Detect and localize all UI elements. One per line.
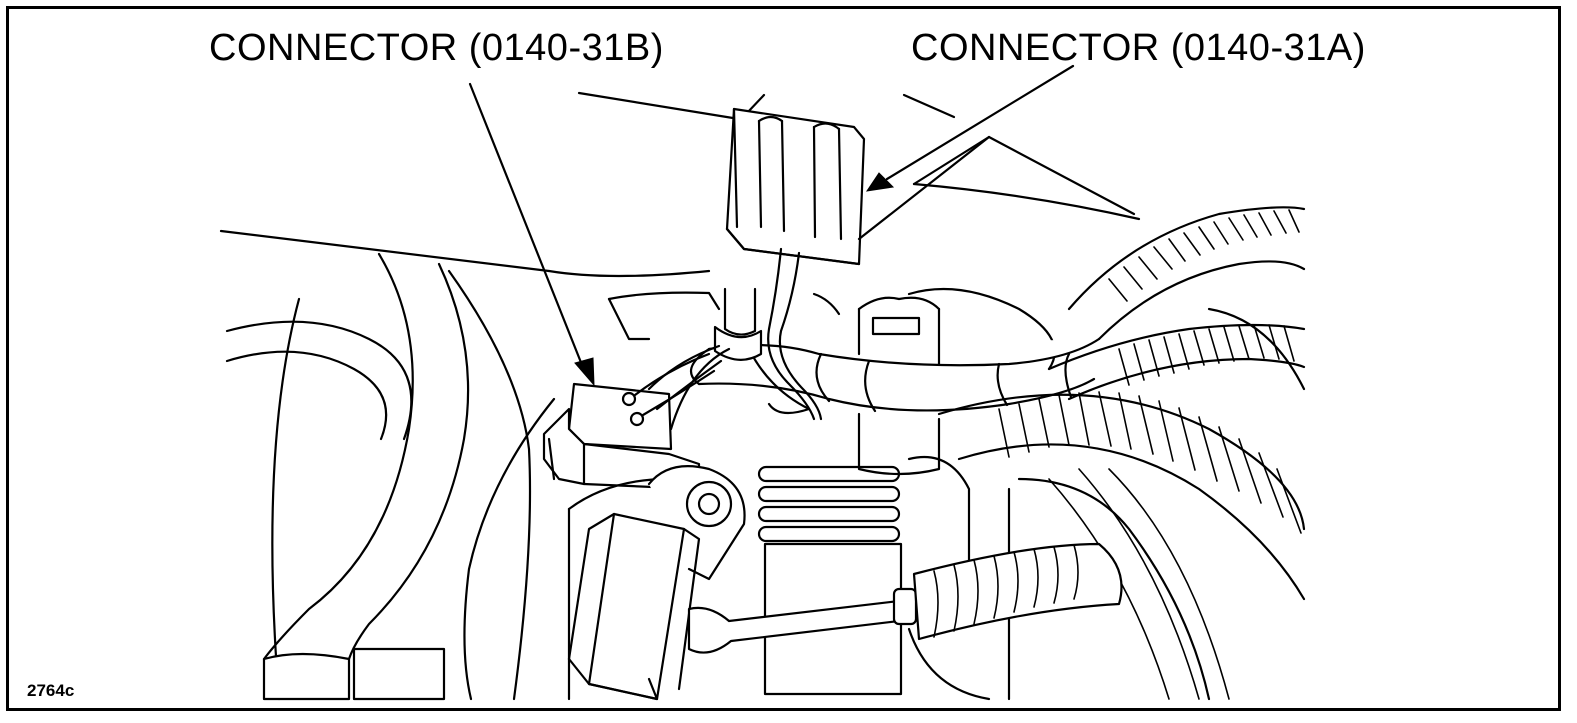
- throttle-cable: [687, 542, 1123, 701]
- background-panel-lines: [219, 91, 1141, 278]
- figure-number: 2764c: [27, 681, 75, 700]
- connector-0140-31a: [713, 107, 866, 421]
- main-wiring-harness: [937, 206, 1306, 700]
- connector-0140-31b: [542, 344, 731, 491]
- engine-bay-illustration: [219, 64, 1306, 701]
- callout-connector-0140-31a: CONNECTOR (0140-31A): [911, 27, 1366, 69]
- inline-connector-housing: [857, 296, 941, 476]
- leader-lines: [468, 64, 1075, 387]
- left-hoses: [225, 252, 556, 701]
- callout-connector-0140-31b: CONNECTOR (0140-31B): [209, 27, 664, 69]
- mounting-bracket: [567, 465, 746, 701]
- wrapped-harness: [689, 337, 1101, 415]
- diagram-frame: CONNECTOR (0140-31B) CONNECTOR (0140-31A…: [6, 6, 1561, 711]
